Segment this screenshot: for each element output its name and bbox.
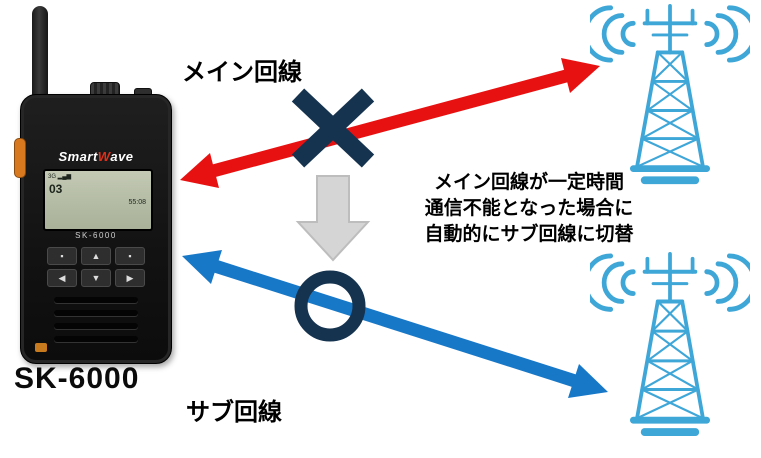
lcd-status-row: 3G ▂▄▆ (48, 174, 72, 180)
device-model-label: SK-6000 (14, 362, 140, 395)
keypad-button-down: ▼ (81, 269, 111, 287)
sub-arrowhead-right (568, 364, 608, 398)
sub-arrowhead-left (182, 250, 222, 284)
switch-down-arrow-shape (295, 175, 371, 262)
brand-logo: SmartWave (21, 149, 171, 164)
radio-body: SmartWave 3G ▂▄▆ 03 55:08 SK-6000 ▪ ▲ ▪ … (20, 94, 172, 364)
radio-keypad: ▪ ▲ ▪ ◀ ▼ ▶ (47, 247, 145, 287)
handheld-radio: SmartWave 3G ▂▄▆ 03 55:08 SK-6000 ▪ ▲ ▪ … (10, 6, 180, 366)
radio-lcd-screen: 3G ▂▄▆ 03 55:08 (43, 169, 153, 231)
radio-model-print: SK-6000 (75, 231, 117, 240)
grille-slot (54, 297, 138, 303)
note-line-3: 自動的にサブ回線に切替 (424, 224, 634, 245)
lcd-channel-row: 03 (49, 182, 63, 196)
x-mark (291, 88, 375, 168)
keypad-button-right-top: ▪ (115, 247, 145, 265)
main-arrowhead-right (561, 58, 600, 93)
keypad-button-left: ◀ (47, 269, 77, 287)
keypad-button-left-top: ▪ (47, 247, 77, 265)
main-line-arrow (180, 58, 600, 188)
main-arrowhead-left (180, 153, 219, 188)
main-line-label: メイン回線 (182, 59, 302, 86)
lcd-clock-row: 55:08 (128, 199, 146, 206)
switch-down-arrow (295, 175, 371, 262)
note-line-2: 通信不能となった場合に (424, 198, 634, 219)
grille-slot (54, 336, 138, 342)
grille-slot (54, 323, 138, 329)
radio-accent-light (35, 343, 47, 352)
sub-line-arrow (182, 250, 608, 398)
brand-wave-mark: W (97, 149, 111, 164)
sub-line-label: サブ回線 (186, 399, 282, 426)
keypad-button-up: ▲ (81, 247, 111, 265)
radio-ptt-button (14, 138, 26, 178)
switch-note-text: メイン回線が一定時間 通信不能となった場合に 自動的にサブ回線に切替 (396, 170, 662, 248)
radio-antenna (32, 6, 48, 106)
brand-prefix: Smart (58, 149, 98, 164)
note-line-1: メイン回線が一定時間 (433, 172, 624, 193)
keypad-button-right: ▶ (115, 269, 145, 287)
speaker-grille (54, 297, 138, 349)
grille-slot (54, 310, 138, 316)
brand-suffix: ave (110, 149, 134, 164)
o-mark (294, 270, 366, 342)
